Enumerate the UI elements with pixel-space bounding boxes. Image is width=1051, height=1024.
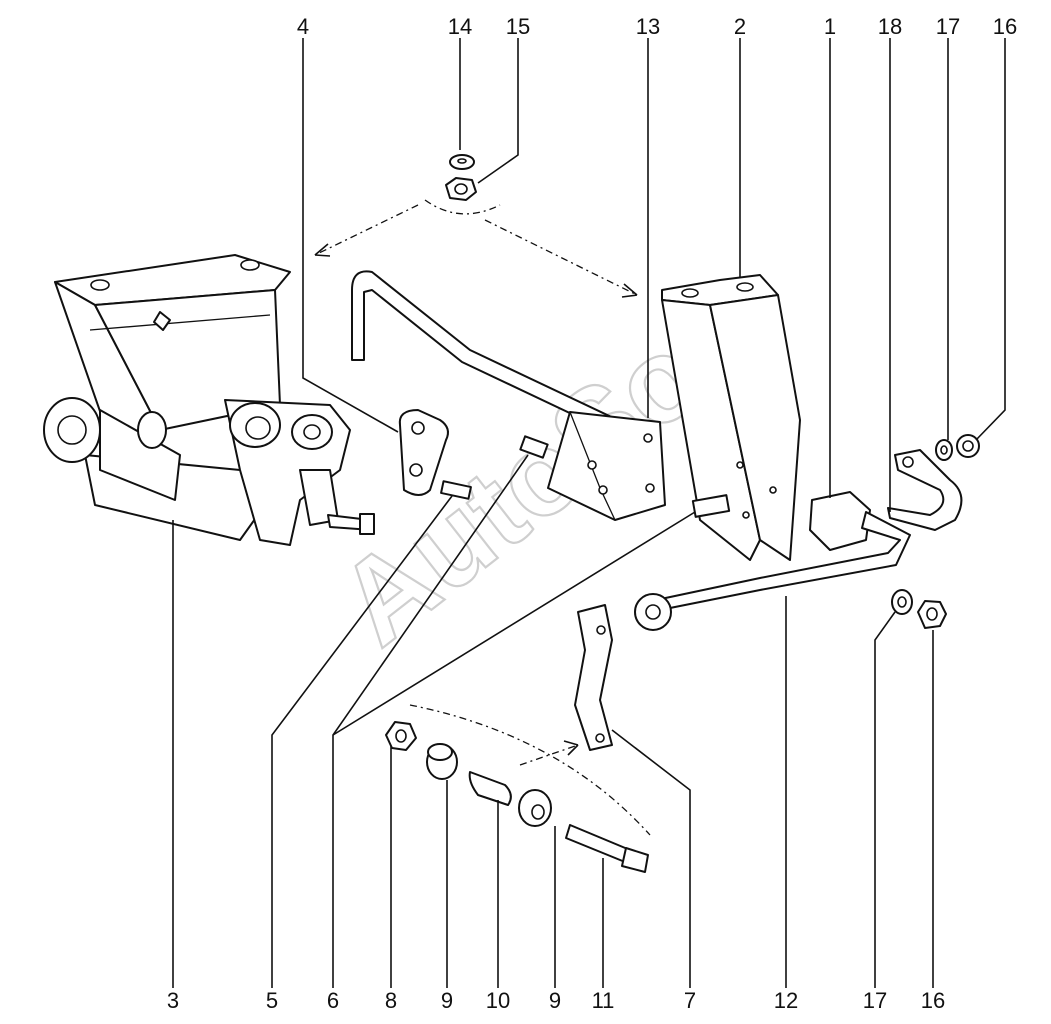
callout-15: 15 bbox=[506, 14, 530, 39]
callout-5: 5 bbox=[266, 988, 278, 1013]
leader-lines bbox=[172, 38, 1006, 988]
callout-16-top: 16 bbox=[993, 14, 1017, 39]
callout-9-left: 9 bbox=[441, 988, 453, 1013]
callout-2: 2 bbox=[734, 14, 746, 39]
link-rod bbox=[351, 270, 661, 453]
bracket-2 bbox=[661, 274, 801, 561]
callout-3: 3 bbox=[167, 988, 179, 1013]
part-5-plate bbox=[398, 409, 472, 500]
callout-13: 13 bbox=[636, 14, 660, 39]
callout-12: 12 bbox=[774, 988, 798, 1013]
assembly-arrows bbox=[314, 199, 651, 836]
callout-labels-top: 4 14 15 13 2 1 18 17 16 bbox=[297, 14, 1017, 39]
callout-16-bottom: 16 bbox=[921, 988, 945, 1013]
callout-6: 6 bbox=[327, 988, 339, 1013]
callout-7: 7 bbox=[684, 988, 696, 1013]
callout-1: 1 bbox=[824, 14, 836, 39]
callout-11: 11 bbox=[592, 988, 615, 1013]
callout-8: 8 bbox=[385, 988, 397, 1013]
sensor-1 bbox=[634, 491, 911, 631]
link-7 bbox=[574, 604, 613, 751]
corrector-motor-assembly bbox=[43, 254, 375, 546]
clamp-18 bbox=[887, 449, 963, 531]
callout-17-bottom: 17 bbox=[863, 988, 887, 1013]
fasteners bbox=[385, 154, 980, 751]
callout-4: 4 bbox=[297, 14, 309, 39]
callout-17-top: 17 bbox=[936, 14, 960, 39]
bushings-and-bolt bbox=[426, 743, 649, 873]
callout-14: 14 bbox=[448, 14, 472, 39]
callout-10: 10 bbox=[486, 988, 510, 1013]
callout-9-right: 9 bbox=[549, 988, 561, 1013]
bracket-13 bbox=[519, 411, 666, 521]
callout-18: 18 bbox=[878, 14, 902, 39]
callout-labels-bottom: 3 5 6 8 9 10 9 11 7 12 17 16 bbox=[167, 988, 945, 1013]
